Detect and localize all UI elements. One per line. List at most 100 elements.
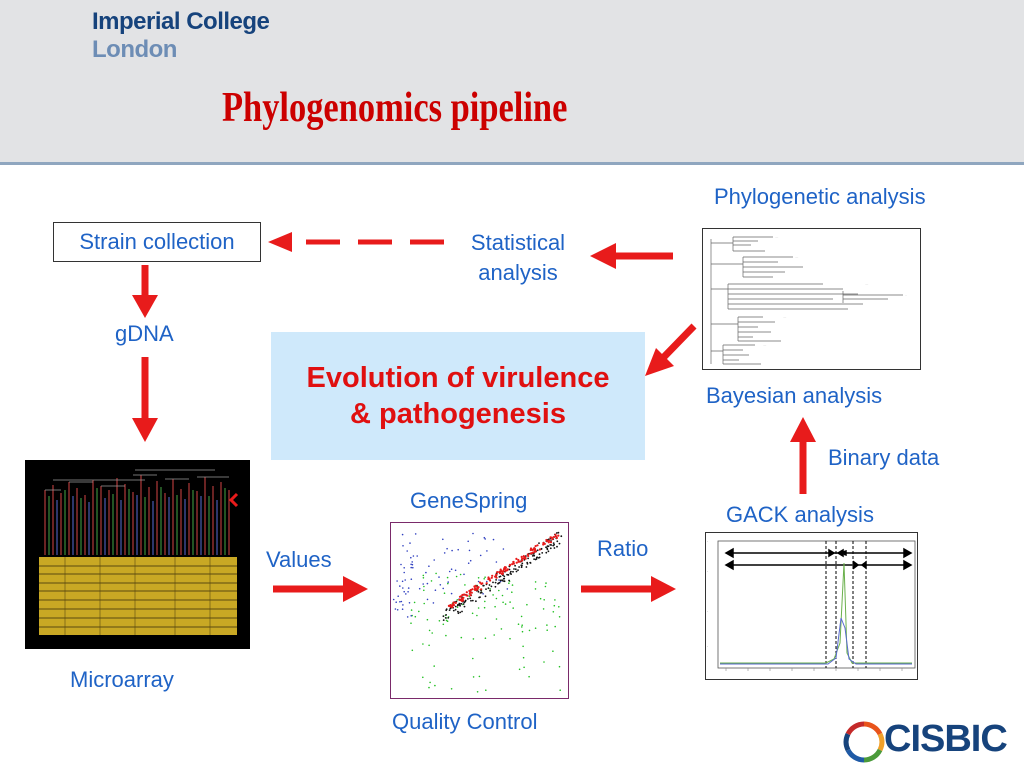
evolution-line2: & pathogenesis [350, 398, 566, 430]
scatter-point-blue [506, 588, 509, 590]
scatter-point-green [534, 581, 537, 583]
scatter-point-red [506, 569, 509, 572]
scatter-point-red [554, 533, 557, 536]
scatter-point-red [515, 557, 518, 560]
scatter-point-blue [400, 600, 403, 603]
scatter-point-blue [450, 568, 453, 570]
scatter-point-red [501, 570, 504, 573]
scatter-point-blue [483, 536, 486, 539]
scatter-point-green [489, 588, 491, 590]
scatter-point-black [538, 556, 541, 559]
scatter-point-green [495, 597, 498, 600]
scatter-point-black [507, 574, 509, 576]
scatter-point-blue [425, 571, 427, 574]
scatter-point-black [482, 584, 485, 587]
scatter-point-green [498, 589, 500, 592]
scatter-point-black [520, 564, 523, 567]
scatter-point-black [557, 531, 560, 534]
scatter-point-red [551, 538, 554, 541]
scatter-point-green [542, 608, 545, 610]
scatter-point-red [548, 539, 551, 542]
scatter-point-green [429, 681, 431, 684]
scatter-point-red [469, 594, 472, 597]
scatter-point-blue [426, 582, 429, 585]
scatter-point-blue [411, 563, 414, 566]
scatter-point-red [485, 582, 488, 585]
scatter-point-black [462, 603, 465, 605]
scatter-point-red [546, 540, 549, 543]
scatter-point-green [428, 686, 430, 689]
scatter-point-black [452, 609, 455, 612]
scatter-point-green [468, 595, 471, 598]
scatter-point-blue [463, 573, 465, 576]
scatter-point-red [534, 549, 537, 552]
scatter-point-black [545, 551, 548, 554]
scatter-point-red [470, 591, 473, 594]
scatter-point-green [495, 618, 498, 620]
scatter-point-black [533, 558, 535, 560]
scatter-point-black [463, 605, 466, 608]
scatter-point-blue [392, 598, 395, 601]
scatter-point-blue [446, 547, 448, 550]
scatter-point-black [479, 592, 482, 594]
scatter-point-blue [426, 598, 429, 601]
scatter-point-black [529, 562, 532, 564]
scatter-point-blue [498, 579, 500, 581]
scatter-point-green [445, 619, 448, 622]
arrow-values-to-genespring [273, 576, 368, 602]
scatter-point-green [418, 610, 420, 613]
scatter-point-blue [412, 566, 414, 569]
scatter-point-black [553, 543, 555, 546]
scatter-point-black [447, 617, 450, 619]
scatter-point-red [512, 562, 515, 565]
scatter-point-blue [408, 602, 411, 604]
scatter-point-red [504, 567, 507, 570]
scatter-point-black [549, 547, 552, 550]
scatter-point-green [543, 599, 545, 601]
strain-collection-box: Strain collection [53, 222, 261, 262]
scatter-point-red [511, 563, 514, 566]
scatter-point-green [526, 603, 528, 606]
scatter-point-green [411, 649, 414, 652]
scatter-point-blue [403, 567, 405, 569]
scatter-point-green [522, 645, 524, 648]
scatter-point-black [538, 553, 541, 556]
scatter-point-green [494, 605, 496, 608]
scatter-point-red [495, 576, 498, 579]
statistical-analysis-label: Statistical analysis [448, 228, 588, 288]
scatter-point-green [492, 594, 494, 596]
scatter-point-black [498, 581, 501, 584]
scatter-point-blue [410, 615, 412, 617]
scatter-point-red [552, 535, 556, 539]
scatter-point-black [469, 597, 472, 600]
scatter-point-black [445, 614, 447, 616]
arrow-strain-to-gdna [132, 265, 158, 318]
scatter-point-black [526, 561, 529, 564]
scatter-point-green [521, 630, 524, 633]
scatter-point-green [554, 625, 556, 628]
scatter-point-black [532, 554, 535, 557]
scatter-point-green [422, 643, 424, 645]
scatter-point-blue [406, 616, 409, 618]
cisbic-logo: CISBIC [842, 718, 1018, 764]
scatter-point-green [546, 624, 548, 626]
scatter-point-blue [401, 580, 404, 583]
scatter-point-black [499, 575, 502, 578]
scatter-point-blue [477, 580, 480, 583]
scatter-point-black [547, 550, 550, 553]
scatter-point-blue [495, 561, 498, 563]
scatter-point-green [545, 582, 547, 584]
scatter-point-blue [410, 578, 413, 580]
scatter-point-green [522, 656, 525, 659]
scatter-point-green [484, 576, 486, 578]
scatter-point-green [508, 582, 510, 584]
scatter-point-green [483, 578, 485, 580]
scatter-point-red [462, 596, 465, 599]
scatter-point-red [523, 556, 526, 559]
scatter-point-black [494, 581, 497, 584]
svg-text:·: · [707, 569, 708, 574]
scatter-point-black [485, 588, 487, 590]
scatter-point-green [410, 609, 413, 611]
scatter-point-blue [434, 589, 437, 591]
scatter-point-red [503, 566, 507, 569]
